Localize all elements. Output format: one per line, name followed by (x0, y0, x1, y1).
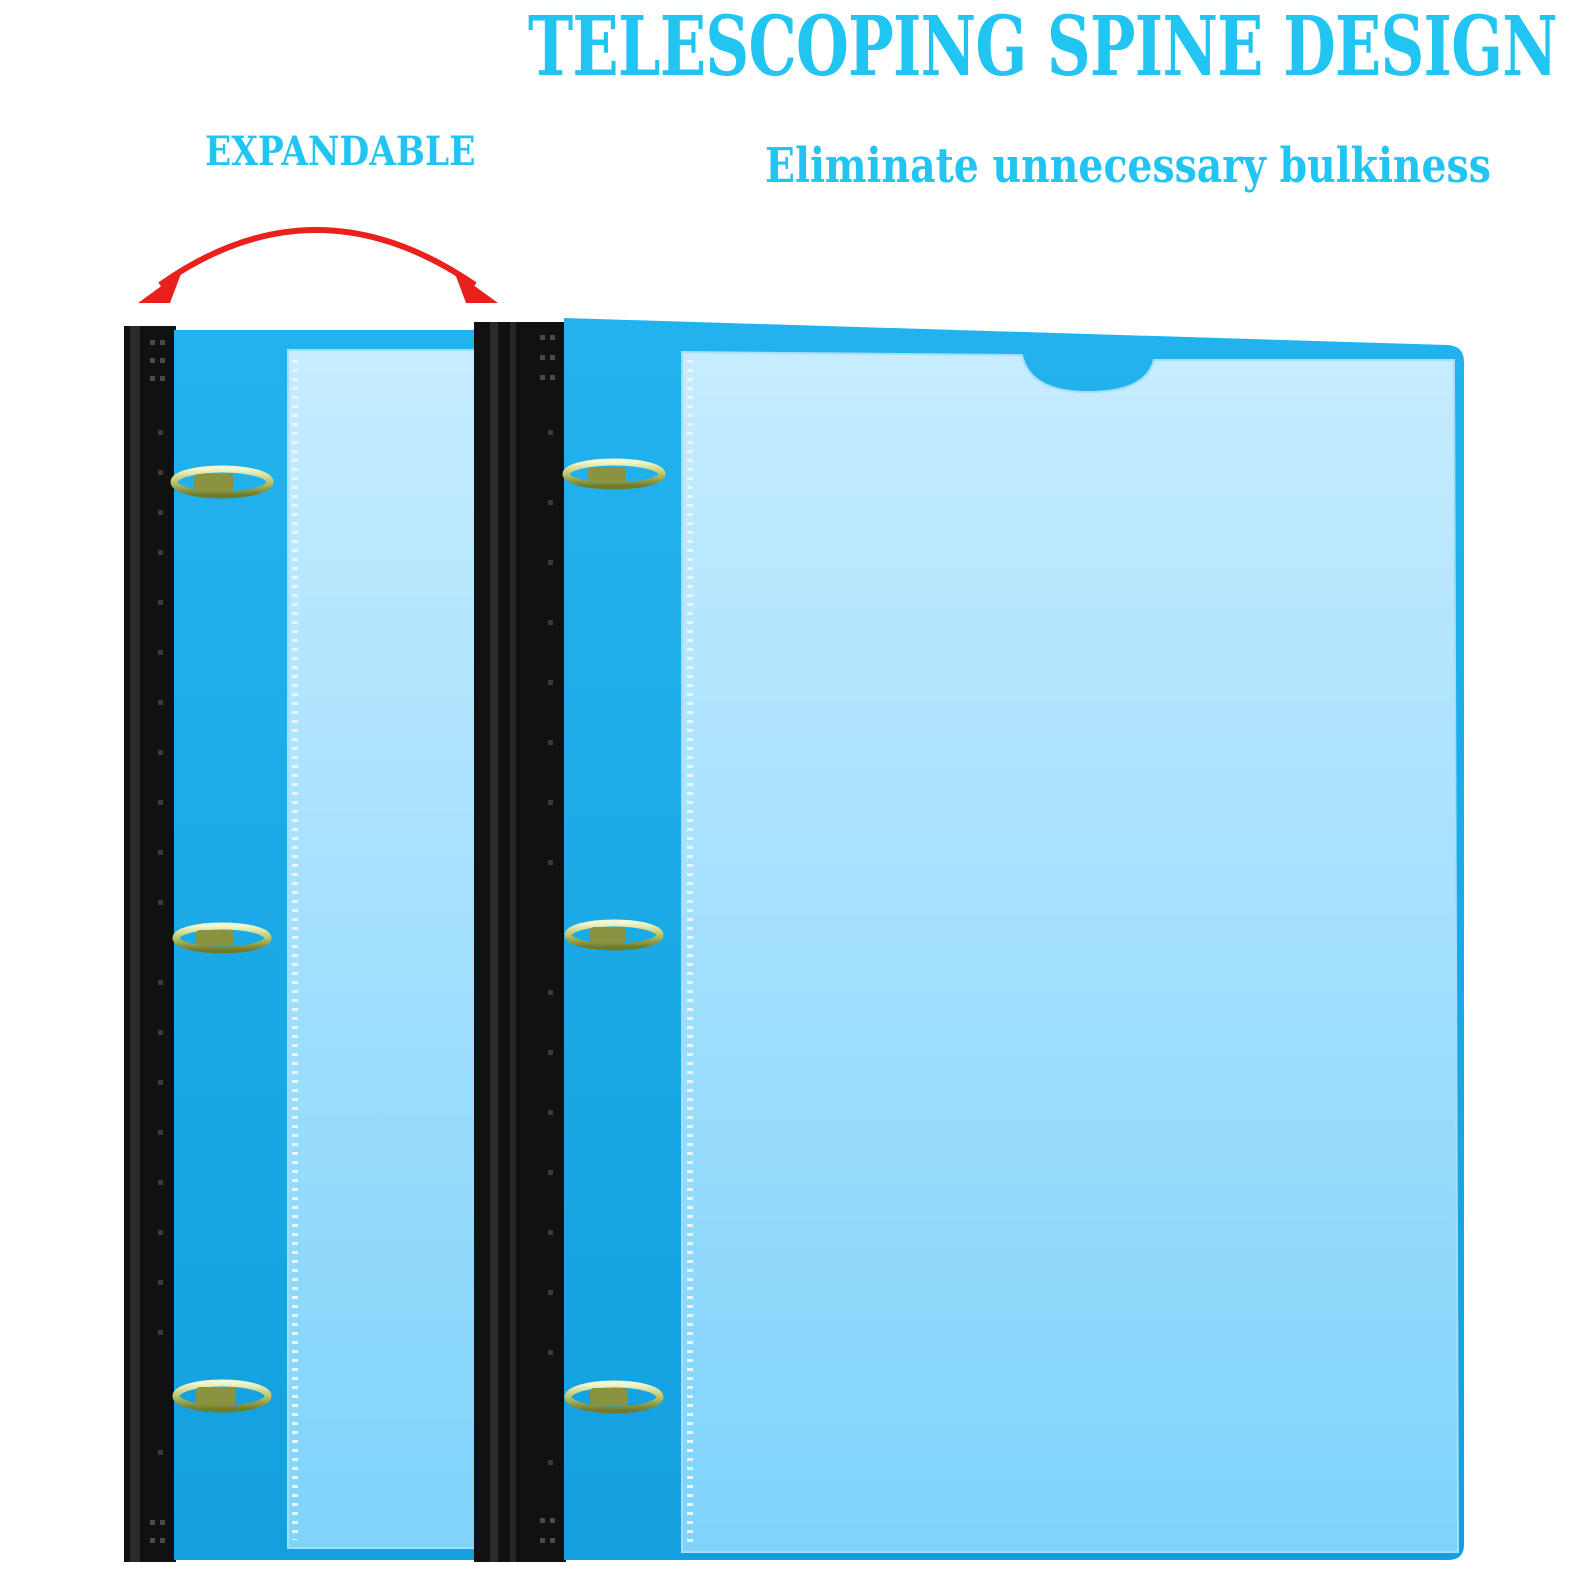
expandable-label: EXPANDABLE (205, 128, 476, 175)
ring-bottom-left (172, 1379, 272, 1413)
ring-top-left (170, 465, 274, 499)
tagline: Eliminate unnecessary bulkiness (765, 138, 1491, 194)
expand-arrow-icon (138, 227, 498, 303)
binder-wide (474, 318, 1464, 1562)
ring-middle-left (172, 922, 272, 954)
ring-middle-right (564, 919, 664, 951)
ring-top-right (562, 458, 666, 490)
ring-bottom-right (564, 1380, 664, 1414)
binder-narrow (124, 326, 484, 1562)
